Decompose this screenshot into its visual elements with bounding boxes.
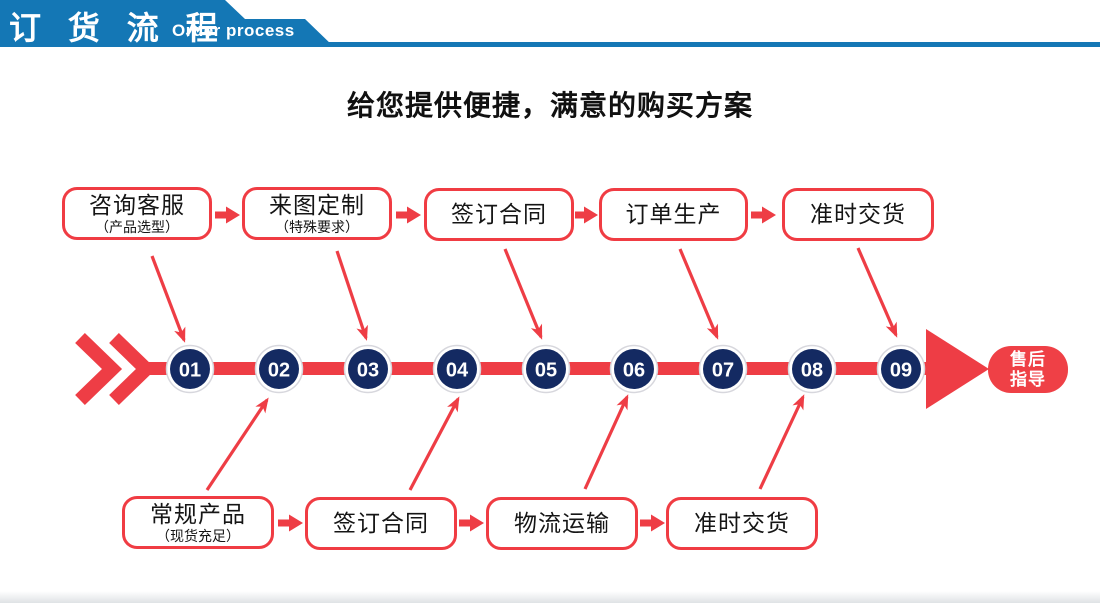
connector-arrow xyxy=(678,248,719,340)
flow-box-label: 常规产品 xyxy=(150,500,246,527)
arrow-right-icon xyxy=(278,514,303,532)
header-underline xyxy=(0,42,1100,47)
timeline-step-03: 03 xyxy=(343,344,393,394)
top-row-arrows xyxy=(215,206,776,224)
flow-box-label: 准时交货 xyxy=(694,510,790,536)
flow-box-logistics: 物流运输 xyxy=(486,497,638,550)
flow-box-sign-contract-bottom: 签订合同 xyxy=(305,497,457,550)
timeline-step-02: 02 xyxy=(254,344,304,394)
timeline-arrowhead-icon xyxy=(926,329,989,409)
connector-arrow xyxy=(758,394,805,490)
arrow-right-icon xyxy=(396,206,421,224)
arrow-right-icon xyxy=(215,206,240,224)
timeline-step-01: 01 xyxy=(165,344,215,394)
flow-box-on-time-delivery-bottom: 准时交货 xyxy=(666,497,818,550)
svg-text:01: 01 xyxy=(179,360,201,382)
timeline-step-07: 07 xyxy=(698,344,748,394)
flow-box-label: 签订合同 xyxy=(333,510,429,536)
after-sales-badge-line2: 指导 xyxy=(1010,369,1046,389)
arrow-right-icon xyxy=(459,514,484,532)
svg-text:08: 08 xyxy=(801,360,823,382)
bottom-row-arrows xyxy=(278,514,665,532)
flow-box-label: 准时交货 xyxy=(810,201,906,227)
timeline-step-08: 08 xyxy=(787,344,837,394)
flow-box-label: 咨询客服 xyxy=(89,191,185,218)
flow-box-regular-product: 常规产品 （现货充足） xyxy=(122,496,274,549)
connector-arrow xyxy=(150,255,186,343)
connector-arrow xyxy=(583,394,629,490)
connector-arrow xyxy=(503,248,543,340)
flow-box-custom-drawing: 来图定制 （特殊要求） xyxy=(242,187,392,240)
after-sales-badge: 售后 指导 xyxy=(988,346,1068,393)
timeline-steps: 01 02 03 04 05 xyxy=(165,344,926,394)
timeline-step-06: 06 xyxy=(609,344,659,394)
connector-arrow xyxy=(408,396,460,491)
arrow-right-icon xyxy=(575,206,598,224)
svg-text:09: 09 xyxy=(890,360,912,382)
svg-text:04: 04 xyxy=(446,360,469,382)
flow-box-sign-contract-top: 签订合同 xyxy=(424,188,574,241)
svg-text:05: 05 xyxy=(535,360,557,382)
svg-text:06: 06 xyxy=(623,360,645,382)
timeline-start-chevrons-icon xyxy=(75,332,157,406)
arrow-right-icon xyxy=(640,514,665,532)
after-sales-badge-line1: 售后 xyxy=(1010,349,1046,369)
flow-box-label: 签订合同 xyxy=(451,201,547,227)
header-title-en: Order process xyxy=(172,21,295,40)
flow-box-label: 物流运输 xyxy=(514,510,610,536)
top-connector-arrows xyxy=(150,247,898,343)
flow-box-on-time-delivery-top: 准时交货 xyxy=(782,188,934,241)
flow-box-sublabel: （现货充足） xyxy=(156,527,240,544)
svg-text:03: 03 xyxy=(357,360,379,382)
timeline-step-04: 04 xyxy=(432,344,482,394)
flow-box-label: 订单生产 xyxy=(625,201,722,227)
page-title: 给您提供便捷，满意的购买方案 xyxy=(346,90,753,121)
bottom-connector-arrows xyxy=(205,394,805,491)
page-bottom-edge xyxy=(0,591,1100,603)
svg-text:07: 07 xyxy=(712,360,734,382)
arrow-right-icon xyxy=(751,206,776,224)
header-title-cn: 订 货 流 程 xyxy=(9,10,227,46)
flow-box-sublabel: （特殊要求） xyxy=(275,218,359,235)
connector-arrow xyxy=(335,250,368,341)
connector-arrow xyxy=(856,247,898,338)
svg-text:02: 02 xyxy=(268,360,290,382)
connector-arrow xyxy=(205,397,269,491)
timeline-step-05: 05 xyxy=(521,344,571,394)
flow-box-label: 来图定制 xyxy=(269,191,365,218)
flow-box-consult-service: 咨询客服 （产品选型） xyxy=(62,187,212,240)
flow-box-order-production: 订单生产 xyxy=(599,188,748,241)
timeline-step-09: 09 xyxy=(876,344,926,394)
flow-box-sublabel: （产品选型） xyxy=(95,218,179,235)
